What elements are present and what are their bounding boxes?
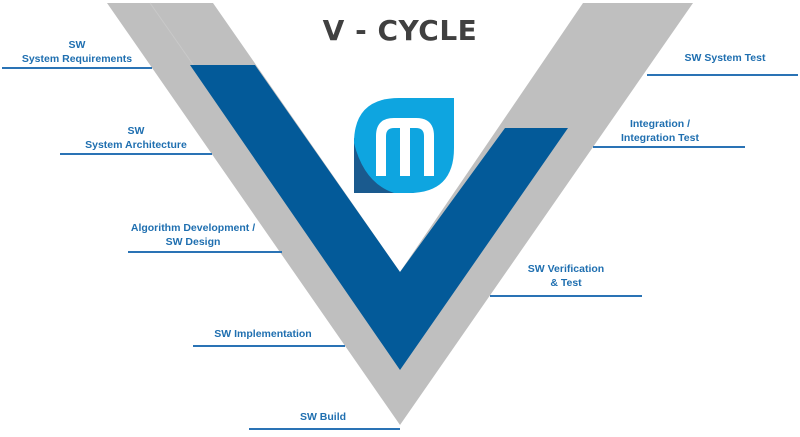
divider-system-architecture <box>60 153 212 155</box>
phase-label-system-test: SW System Test <box>684 52 766 64</box>
phase-label-implementation: SW Implementation <box>214 328 312 340</box>
divider-integration-test <box>593 146 745 148</box>
blue-v-band <box>190 65 568 370</box>
divider-implementation <box>193 345 345 347</box>
phase-label-system-architecture: SW System Architecture <box>85 125 187 151</box>
divider-system-test <box>647 74 798 76</box>
divider-algorithm-design <box>128 251 282 253</box>
phase-label-algorithm-design: Algorithm Development / SW Design <box>130 222 256 248</box>
divider-verification-test <box>490 295 642 297</box>
phase-label-build: SW Build <box>299 411 347 423</box>
divider-system-requirements <box>2 67 152 69</box>
divider-build <box>249 428 400 430</box>
phase-label-integration-test: Integration / Integration Test <box>621 118 699 144</box>
diagram-title: V - CYCLE <box>322 14 478 47</box>
phase-label-verification-test: SW Verification & Test <box>527 263 605 289</box>
phase-label-system-requirements: SW System Requirements <box>21 39 133 65</box>
m-leaf-logo-icon <box>354 98 454 193</box>
